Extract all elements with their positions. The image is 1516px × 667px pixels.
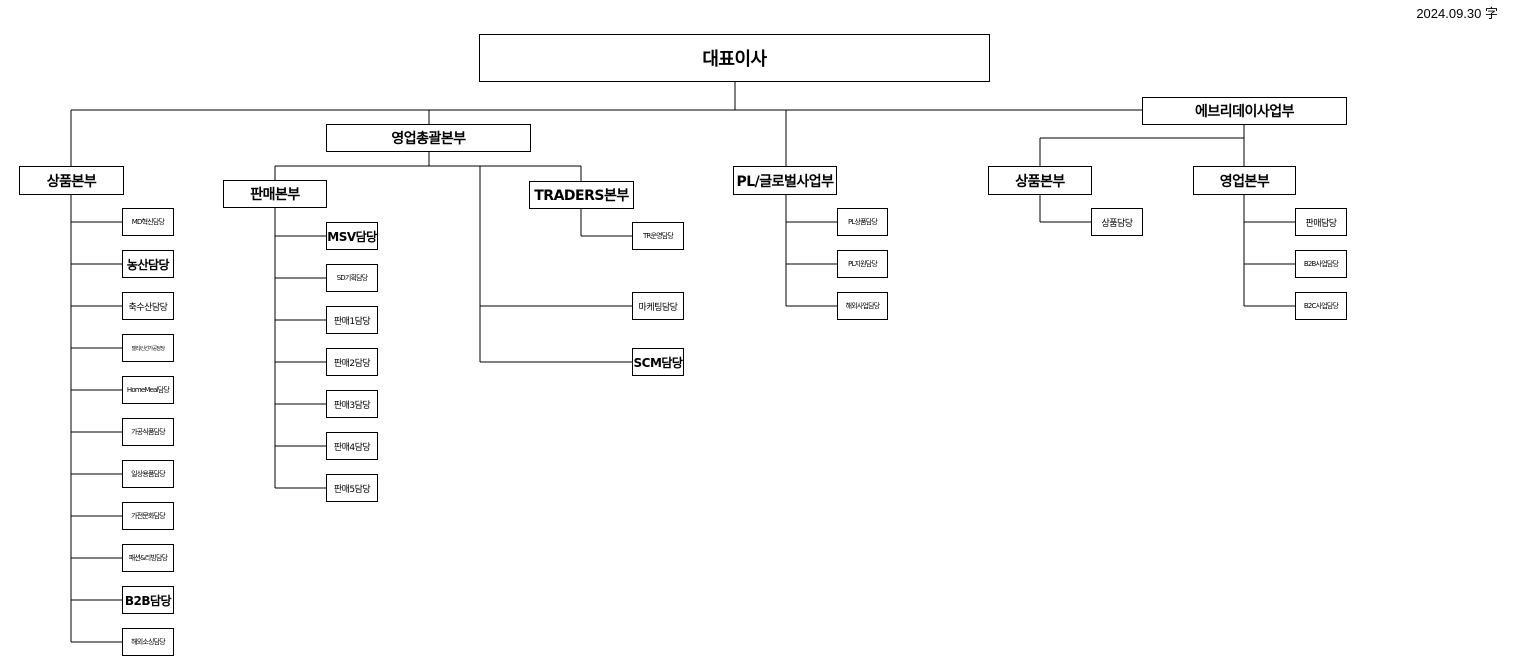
store-item-box: 판매3담당 [326, 390, 378, 418]
store-item-box: 판매1담당 [326, 306, 378, 334]
everyday-sales-item-box: B2B사업담당 [1295, 250, 1347, 278]
product-item-box: HomeMeal담당 [122, 376, 174, 404]
ceo-box: 대표이사 [479, 34, 990, 82]
sales-hq-box: 영업총괄본부 [326, 124, 531, 152]
pl-item-box: PL상품담당 [837, 208, 888, 236]
product-item-box: 델리/신선가공담당 [122, 334, 174, 362]
everyday-product-item-box: 상품담당 [1091, 208, 1143, 236]
product-item-box: 가전문화담당 [122, 502, 174, 530]
product-item-box: 일상용품담당 [122, 460, 174, 488]
everyday-sales-hq-box: 영업본부 [1193, 166, 1296, 195]
everyday-division-box: 에브리데이사업부 [1142, 97, 1347, 125]
product-item-box: 가공식품담당 [122, 418, 174, 446]
traders-hq-box: TRADERS본부 [529, 181, 634, 209]
store-item-box: 판매4담당 [326, 432, 378, 460]
product-item-box: MD혁신담당 [122, 208, 174, 236]
product-item-box: 해외소싱담당 [122, 628, 174, 656]
store-item-box: 판매5담당 [326, 474, 378, 502]
product-item-box: 축수산담당 [122, 292, 174, 320]
date-label: 2024.09.30 字 [1416, 6, 1498, 21]
product-item-box: 농산담당 [122, 250, 174, 278]
everyday-sales-item-box: B2C사업담당 [1295, 292, 1347, 320]
pl-item-box: PL지원담당 [837, 250, 888, 278]
traders-item-box: TR운영담당 [632, 222, 684, 250]
pl-global-box: PL/글로벌사업부 [733, 166, 837, 195]
pl-item-box: 해외사업담당 [837, 292, 888, 320]
everyday-sales-item-box: 판매담당 [1295, 208, 1347, 236]
store-item-box: SD기획담당 [326, 264, 378, 292]
product-item-box: B2B담당 [122, 586, 174, 614]
product-hq-box: 상품본부 [19, 166, 124, 195]
marketing-box: 마케팅담당 [632, 292, 684, 320]
store-hq-box: 판매본부 [223, 180, 327, 208]
scm-box: SCM담당 [632, 348, 684, 376]
everyday-product-hq-box: 상품본부 [988, 166, 1092, 195]
store-item-box: MSV담당 [326, 222, 378, 250]
product-item-box: 패션&리빙담당 [122, 544, 174, 572]
store-item-box: 판매2담당 [326, 348, 378, 376]
